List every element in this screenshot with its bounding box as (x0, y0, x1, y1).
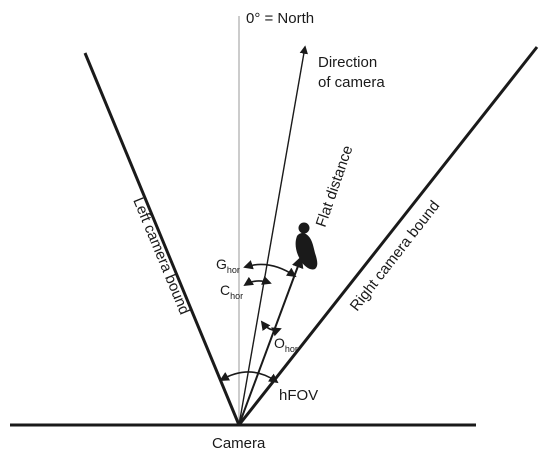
c-hor-label: Chor (220, 282, 243, 301)
hfov-label: hFOV (279, 387, 318, 404)
right-camera-bound-label: Right camera bound (347, 198, 444, 315)
person-figure-icon (295, 222, 318, 270)
o-hor-arc (260, 320, 282, 337)
camera-direction-line (238, 45, 308, 426)
g-hor-arc (243, 260, 297, 278)
direction-label-line2: of camera (318, 74, 385, 91)
north-label: 0° = North (246, 10, 314, 27)
hfov-arc (219, 371, 279, 384)
c-hor-arc (243, 275, 272, 287)
right-camera-bound-line (237, 46, 539, 426)
flat-distance-line (238, 255, 304, 426)
o-hor-label: Ohor (274, 335, 298, 354)
direction-label-line1: Direction (318, 54, 377, 71)
flat-distance-label: Flat distance (313, 143, 357, 229)
camera-label: Camera (212, 435, 266, 452)
left-camera-bound-label: Left camera bound (129, 195, 193, 317)
left-camera-bound-line (83, 52, 241, 426)
g-hor-label: Ghor (216, 256, 240, 275)
